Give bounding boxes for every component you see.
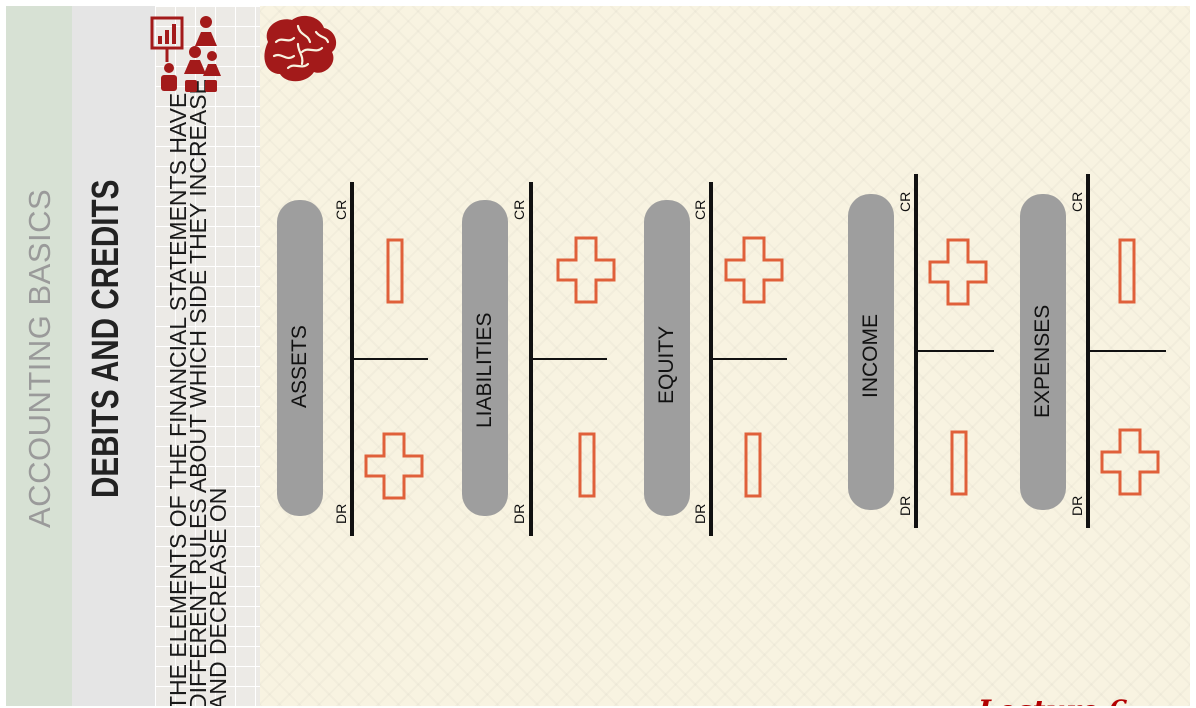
t-account-divider-assets [354, 358, 428, 360]
dr-label-expenses: DR [1069, 496, 1085, 516]
account-label-liabilities: LIABILITIES [473, 312, 497, 428]
plus-icon [928, 238, 988, 306]
dr-label-income: DR [897, 496, 913, 516]
minus-icon [950, 430, 968, 496]
course-label: ACCOUNTING BASICS [22, 189, 58, 528]
slide-title: DEBITS AND CREDITS [85, 180, 128, 498]
lecture-label: Lecture 6 [978, 694, 1128, 706]
t-account-divider-liabilities [533, 358, 607, 360]
account-label-income: INCOME [859, 314, 883, 398]
minus-icon [744, 432, 762, 498]
presentation-icon [149, 12, 223, 96]
cr-label-income: CR [897, 192, 913, 212]
dr-label-liabilities: DR [511, 504, 527, 524]
minus-icon [1118, 238, 1136, 304]
dr-label-equity: DR [692, 504, 708, 524]
slide-subtitle: THE ELEMENTS OF THE FINANCIAL STATEMENTS… [168, 79, 228, 706]
account-label-equity: EQUITY [655, 326, 679, 404]
cr-label-liabilities: CR [511, 200, 527, 220]
cr-label-equity: CR [692, 200, 708, 220]
plus-icon [1100, 428, 1160, 496]
plus-icon [364, 432, 424, 500]
cr-label-expenses: CR [1069, 192, 1085, 212]
account-label-assets: ASSETS [288, 325, 312, 408]
t-account-divider-expenses [1090, 350, 1166, 352]
plus-icon [724, 236, 784, 304]
plus-icon [556, 236, 616, 304]
t-account-divider-income [918, 350, 994, 352]
minus-icon [386, 238, 404, 304]
cr-label-assets: CR [333, 200, 349, 220]
dr-label-assets: DR [333, 504, 349, 524]
account-label-expenses: EXPENSES [1031, 305, 1055, 418]
slide: ACCOUNTING BASICS DEBITS AND CREDITS THE… [6, 6, 1190, 706]
t-account-divider-equity [713, 358, 787, 360]
minus-icon [578, 432, 596, 498]
brain-icon [258, 12, 340, 86]
